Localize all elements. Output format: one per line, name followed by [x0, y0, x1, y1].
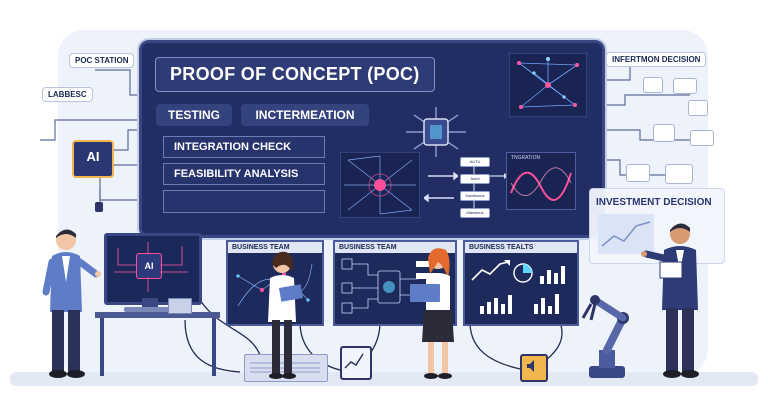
flow-connectors — [473, 165, 475, 208]
desk-leg-left — [100, 318, 104, 376]
layers-icon — [688, 100, 708, 116]
desk-leg-right — [212, 318, 216, 376]
empty-check-row[interactable] — [163, 190, 325, 213]
wave-chart-label: TNGRATION — [511, 155, 541, 161]
radial-network-icon — [340, 152, 420, 218]
pie-chart-icon — [513, 263, 533, 283]
monitor-circuit-lines — [114, 242, 188, 292]
ai-chip-icon: AI — [72, 140, 114, 178]
flow-box-3: Dambsons — [460, 191, 490, 201]
monitor-ai-label: AI — [144, 261, 154, 271]
labbesc-tag: LABBESC — [42, 87, 93, 102]
inctermeation-pill[interactable]: INCTERMEATION — [241, 104, 369, 126]
flow-box-2: Actut — [460, 174, 490, 184]
person-icon — [653, 124, 675, 142]
flow-box-4: Mansinus — [460, 208, 490, 218]
testing-pill[interactable]: TESTING — [156, 104, 232, 126]
desk-device — [168, 298, 192, 314]
infertmon-decision-tag: INFERTMON DECISION — [606, 52, 707, 67]
floor-device-chart — [340, 346, 372, 380]
business-tealts-panel-right-title: BUSINESS TEALTS — [465, 242, 577, 253]
bar-chart-icon — [540, 266, 565, 284]
robot-arm-icon — [581, 295, 629, 378]
bar-chart-icon-2 — [480, 295, 512, 314]
floor-device-speaker — [520, 354, 548, 382]
woman-with-tablet — [268, 251, 304, 379]
image-icon — [626, 164, 650, 182]
poc-station-tag: POC STATION — [69, 53, 135, 68]
ai-chip-label: AI — [86, 149, 100, 164]
floor-band — [10, 372, 758, 386]
flow-box-1: AUTU — [460, 157, 490, 167]
small-connector-icon — [95, 202, 103, 212]
folder-icon — [665, 164, 693, 184]
man-presenter-left — [42, 229, 101, 378]
keyboard — [124, 307, 176, 312]
checklist-icon — [690, 130, 714, 146]
integration-check-row[interactable]: INTEGRATION CHECK — [163, 136, 325, 158]
man-presenter-right — [641, 223, 699, 378]
monitor-stand — [142, 298, 158, 308]
line-chart-icon — [471, 260, 510, 281]
network-graph-icon — [509, 53, 587, 117]
monitor-ai-chip: AI — [136, 253, 162, 279]
wave-chart: TNGRATION — [506, 152, 576, 210]
woman-with-laptop — [410, 248, 454, 379]
document-icon — [673, 78, 697, 94]
arrows-icon — [424, 171, 458, 203]
feasibility-analysis-row[interactable]: FEASIBILITY ANALYSIS — [163, 163, 325, 185]
business-team-panel-left-title: BUSINESS TEAM — [228, 242, 322, 253]
business-team-panel-middle-title: BUSINESS TEAM — [335, 242, 455, 253]
investment-decision-title: INVESTMENT DECISION — [596, 197, 712, 208]
investment-line-chart-icon — [598, 214, 654, 254]
window-icon — [643, 77, 663, 93]
bar-chart-icon-3 — [534, 294, 559, 314]
poc-title: PROOF OF CONCEPT (POC) — [155, 57, 435, 92]
processor-icon — [406, 107, 466, 157]
desk-top — [95, 312, 220, 318]
